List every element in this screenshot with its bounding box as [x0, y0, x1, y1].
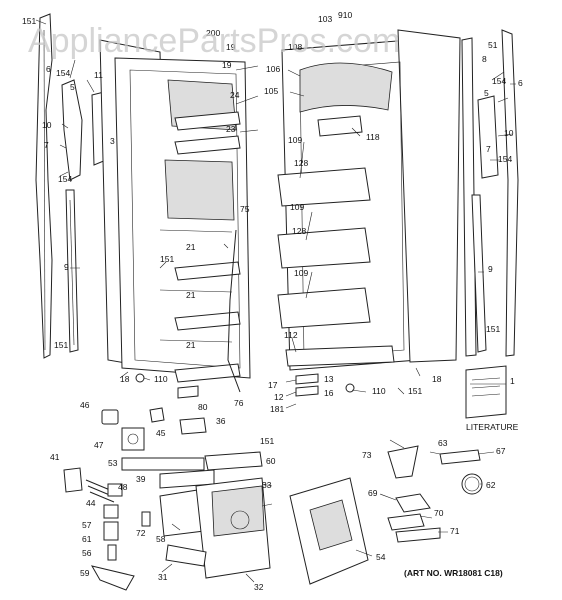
- left-handle-trim: [61, 79, 107, 353]
- callout-36: 36: [216, 416, 226, 426]
- art-number: (ART NO. WR18081 C18): [404, 568, 503, 578]
- callout-23: 23: [226, 124, 236, 134]
- callout-154: 154: [56, 68, 70, 78]
- callout-151: 151: [486, 324, 500, 334]
- callout-112: 112: [284, 330, 298, 340]
- callout-7: 7: [486, 144, 491, 154]
- callout-8: 8: [482, 54, 487, 64]
- callout-21: 21: [186, 290, 196, 300]
- callout-3: 3: [110, 136, 115, 146]
- callout-17: 17: [268, 380, 278, 390]
- callout-151: 151: [54, 340, 68, 350]
- left-door-gasket-strip: [35, 13, 53, 359]
- callout-58: 58: [156, 534, 166, 544]
- callout-80: 80: [198, 402, 208, 412]
- callout-6: 6: [46, 64, 51, 74]
- callout-54: 54: [376, 552, 386, 562]
- callout-72: 72: [136, 528, 146, 538]
- callout-18: 18: [120, 374, 130, 384]
- callout-5: 5: [70, 82, 75, 92]
- callout-200: 200: [206, 28, 220, 38]
- callout-19: 19: [222, 60, 232, 70]
- callout-19: 19: [226, 42, 236, 52]
- callout-62: 62: [486, 480, 496, 490]
- callout-67: 67: [496, 446, 506, 456]
- callout-21: 21: [186, 340, 196, 350]
- callout-31: 31: [158, 572, 168, 582]
- callout-56: 56: [82, 548, 92, 558]
- callout-10: 10: [504, 128, 514, 138]
- callout-18: 18: [432, 374, 442, 384]
- callout-16: 16: [324, 388, 334, 398]
- callout-105: 105: [264, 86, 278, 96]
- callout-128: 128: [292, 226, 306, 236]
- callout-108: 108: [288, 42, 302, 52]
- callout-47: 47: [94, 440, 104, 450]
- callout-154: 154: [498, 154, 512, 164]
- callout-12: 12: [274, 392, 284, 402]
- callout-910: 910: [338, 10, 352, 20]
- callout-106: 106: [266, 64, 280, 74]
- callout-154: 154: [492, 76, 506, 86]
- callout-21: 21: [186, 242, 196, 252]
- callout-48: 48: [118, 482, 128, 492]
- callout-9: 9: [488, 264, 493, 274]
- leader-lines: [35, 19, 516, 583]
- callout-6: 6: [518, 78, 523, 88]
- callout-69: 69: [368, 488, 378, 498]
- callout-5: 5: [484, 88, 489, 98]
- callout-71: 71: [450, 526, 460, 536]
- watermark: AppliancePartsPros.com: [28, 22, 400, 60]
- callout-11: 11: [94, 70, 103, 80]
- callout-53: 53: [108, 458, 118, 468]
- literature-label: LITERATURE: [466, 422, 519, 432]
- callout-76: 76: [234, 398, 244, 408]
- callout-labels: 151 200 19 103 910 108 51 154 11 5 6 10 …: [22, 10, 523, 592]
- callout-103: 103: [318, 14, 332, 24]
- callout-154: 154: [58, 174, 72, 184]
- callout-9: 9: [64, 262, 69, 272]
- callout-57: 57: [82, 520, 92, 530]
- callout-13: 13: [324, 374, 334, 384]
- right-door-gasket-strip: [461, 29, 519, 357]
- callout-151: 151: [160, 254, 174, 264]
- callout-44: 44: [86, 498, 96, 508]
- callout-39: 39: [136, 474, 146, 484]
- callout-75: 75: [240, 204, 250, 214]
- callout-109: 109: [288, 135, 302, 145]
- callout-73: 73: [362, 450, 372, 460]
- callout-109: 109: [290, 202, 304, 212]
- callout-46: 46: [80, 400, 90, 410]
- callout-118: 118: [366, 132, 380, 142]
- callout-109: 109: [294, 268, 308, 278]
- callout-61: 61: [82, 534, 92, 544]
- callout-70: 70: [434, 508, 444, 518]
- callout-63: 63: [438, 438, 448, 448]
- callout-51: 51: [488, 40, 498, 50]
- callout-151: 151: [260, 436, 274, 446]
- callout-151: 151: [408, 386, 422, 396]
- callout-128: 128: [294, 158, 308, 168]
- callout-1: 1: [510, 376, 515, 386]
- callout-59: 59: [80, 568, 90, 578]
- fresh-food-door: [277, 29, 461, 371]
- callout-110: 110: [372, 386, 386, 396]
- callout-181: 181: [270, 404, 284, 414]
- callout-32: 32: [254, 582, 264, 592]
- freezer-door: [99, 39, 251, 393]
- callout-110: 110: [154, 374, 168, 384]
- callout-33: 33: [262, 480, 272, 490]
- callout-45: 45: [156, 428, 166, 438]
- callout-60: 60: [266, 456, 276, 466]
- callout-24: 24: [230, 90, 240, 100]
- callout-7: 7: [44, 140, 49, 150]
- small-parts: [63, 365, 507, 591]
- callout-41: 41: [50, 452, 60, 462]
- callout-151: 151: [22, 16, 36, 26]
- callout-10: 10: [42, 120, 52, 130]
